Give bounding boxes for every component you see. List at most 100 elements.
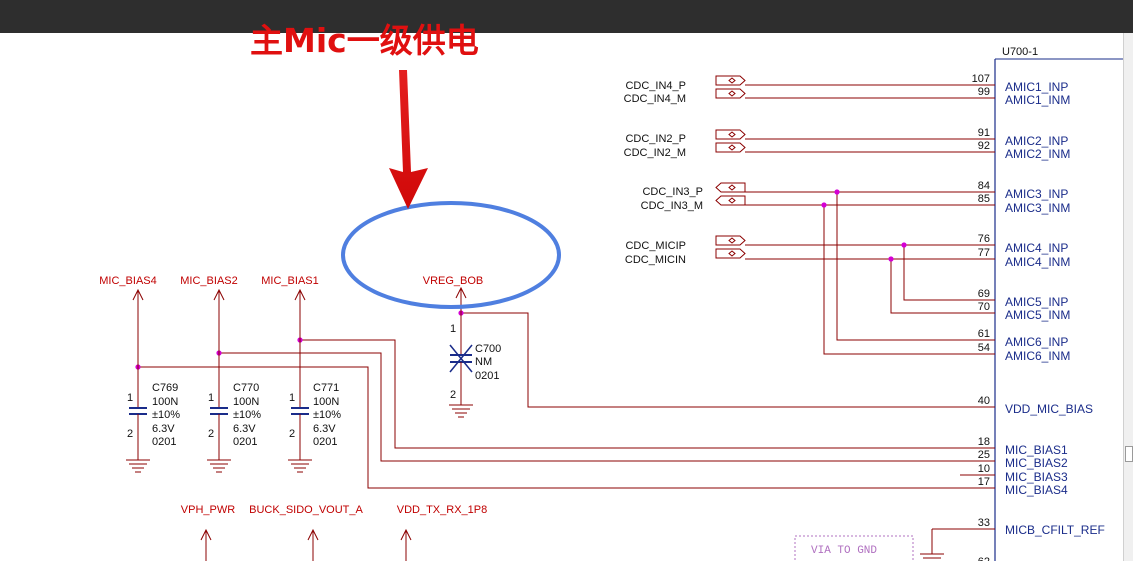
- pin-name: AMIC2_INP: [1005, 134, 1068, 148]
- junction-dots: [135, 189, 907, 370]
- port-cdc-in3-p: [715, 182, 746, 193]
- capacitor-c771: 1 2 C771 100N ±10% 6.3V 0201: [288, 340, 341, 473]
- pin-number: 62: [978, 556, 990, 561]
- cap-ref: C771: [313, 382, 339, 394]
- power-net-label: BUCK_SIDO_VOUT_A: [249, 504, 363, 516]
- pin-name: MIC_BIAS2: [1005, 456, 1068, 470]
- cap-tolerance: ±10%: [152, 409, 180, 421]
- cap-package: 0201: [152, 436, 176, 448]
- pin-number: 40: [978, 395, 990, 407]
- power-net-label: VPH_PWR: [181, 504, 235, 516]
- pin-number: 17: [978, 476, 990, 488]
- cap-voltage: 6.3V: [233, 423, 256, 435]
- power-net-label: MIC_BIAS1: [261, 275, 318, 287]
- pin-name: AMIC6_INP: [1005, 335, 1068, 349]
- pin-name: AMIC4_INM: [1005, 255, 1070, 269]
- pin-number: 107: [972, 73, 990, 85]
- pin-name: MICB_CFILT_REF: [1005, 523, 1105, 537]
- port-cdc-micip: [715, 235, 746, 246]
- pin-number: 69: [978, 288, 990, 300]
- input-ports: [715, 75, 746, 259]
- via-note-text: VIA TO GND: [811, 545, 877, 557]
- cap-value: 100N: [233, 396, 259, 408]
- pin-number: 99: [978, 86, 990, 98]
- highlight-circle: [341, 201, 561, 309]
- pin-number: 85: [978, 193, 990, 205]
- pin-number: 76: [978, 233, 990, 245]
- pin-name: AMIC1_INP: [1005, 80, 1068, 94]
- pin-name: MIC_BIAS3: [1005, 470, 1068, 484]
- cap-package: 0201: [233, 436, 257, 448]
- vertical-scrollbar[interactable]: [1123, 33, 1133, 561]
- cap-pin2: 2: [450, 389, 456, 401]
- capacitor-c700: 1 2 C700 NM 0201: [449, 313, 501, 418]
- cap-ref: C769: [152, 382, 178, 394]
- capacitor-c769: 1 2 C769 100N ±10% 6.3V 0201: [126, 367, 180, 473]
- cap-pin2: 2: [127, 428, 133, 440]
- pin-number: 18: [978, 436, 990, 448]
- pin-name: AMIC2_INM: [1005, 147, 1070, 161]
- port-cdc-in2-m: [715, 142, 746, 153]
- window-title-bar: [0, 0, 1133, 33]
- pin-name: AMIC4_INP: [1005, 241, 1068, 255]
- cap-tolerance: ±10%: [313, 409, 341, 421]
- cap-ref: C770: [233, 382, 259, 394]
- pin-number: 91: [978, 127, 990, 139]
- pin-name: MIC_BIAS1: [1005, 443, 1068, 457]
- pin-name: AMIC5_INP: [1005, 295, 1068, 309]
- port-cdc-in4-p: [715, 75, 746, 86]
- pin-number: 70: [978, 301, 990, 313]
- cap-pin1: 1: [450, 323, 456, 335]
- pin-number: 84: [978, 180, 990, 192]
- cap-pin1: 1: [208, 392, 214, 404]
- cap-package: 0201: [313, 436, 337, 448]
- cap-value: NM: [475, 356, 492, 368]
- annotation-arrow: [389, 70, 428, 209]
- power-net-label: VREG_BOB: [423, 275, 484, 287]
- scrollbar-thumb[interactable]: [1125, 446, 1133, 462]
- annotation-title: 主Mic一级供电: [250, 21, 479, 60]
- pin-name: MIC_BIAS4: [1005, 483, 1068, 497]
- port-diamonds: [728, 77, 736, 257]
- via-note-box: VIA TO GND: [794, 535, 944, 561]
- pin-number: 54: [978, 342, 990, 354]
- chip-u700: U700-1: [994, 46, 1123, 561]
- net-label: CDC_IN4_P: [625, 80, 686, 92]
- pin-name: VDD_MIC_BIAS: [1005, 402, 1093, 416]
- cap-package: 0201: [475, 370, 499, 382]
- power-net-label: MIC_BIAS4: [99, 275, 156, 287]
- cap-voltage: 6.3V: [152, 423, 175, 435]
- pin-name: AMIC6_INM: [1005, 349, 1070, 363]
- cap-pin2: 2: [208, 428, 214, 440]
- net-label: CDC_MICIN: [625, 254, 686, 266]
- net-label: CDC_IN3_P: [642, 186, 703, 198]
- pin-number: 61: [978, 328, 990, 340]
- cap-pin1: 1: [127, 392, 133, 404]
- cap-pin1: 1: [289, 392, 295, 404]
- capacitor-c770: 1 2 C770 100N ±10% 6.3V 0201: [207, 353, 261, 473]
- power-net-label: VDD_TX_RX_1P8: [397, 504, 488, 516]
- cap-voltage: 6.3V: [313, 423, 336, 435]
- pin-number: 10: [978, 463, 990, 475]
- pin-number: 92: [978, 140, 990, 152]
- cap-value: 100N: [152, 396, 178, 408]
- pin-name: AMIC1_INM: [1005, 93, 1070, 107]
- power-symbols: [132, 286, 467, 561]
- pin-number: 33: [978, 517, 990, 529]
- net-label: CDC_IN4_M: [624, 93, 686, 105]
- port-cdc-in2-p: [715, 129, 746, 140]
- net-label: CDC_IN2_P: [625, 133, 686, 145]
- pin-name: AMIC5_INM: [1005, 308, 1070, 322]
- wires: [138, 84, 995, 554]
- port-cdc-in3-m: [715, 195, 746, 206]
- net-label: CDC_MICIP: [625, 240, 686, 252]
- cap-value: 100N: [313, 396, 339, 408]
- pin-number: 77: [978, 247, 990, 259]
- pin-name: AMIC3_INM: [1005, 201, 1070, 215]
- chip-ref-label: U700-1: [1002, 46, 1038, 58]
- pin-name: AMIC3_INP: [1005, 187, 1068, 201]
- cap-tolerance: ±10%: [233, 409, 261, 421]
- port-cdc-in4-m: [715, 88, 746, 99]
- net-label: CDC_IN3_M: [641, 200, 703, 212]
